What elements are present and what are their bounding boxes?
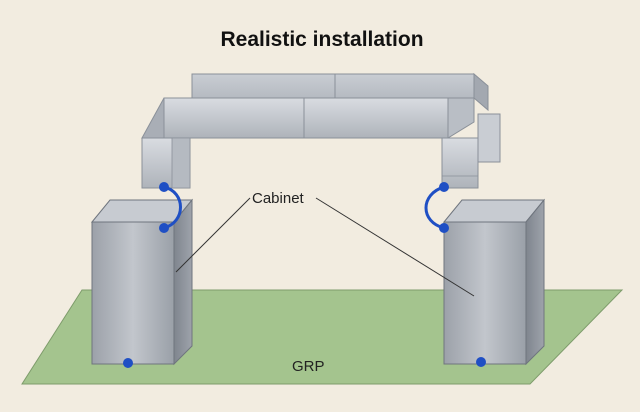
connection-dot-left-duct [159,182,169,192]
bond-jumper-left [163,185,182,230]
cable-duct [141,72,501,189]
connection-dot-left-cabinet-top [159,223,169,233]
bond-jumper-right [424,185,445,230]
cabinet-right [442,198,546,366]
connection-dot-right-duct [439,182,449,192]
connection-dot-right-cabinet-top [439,223,449,233]
grp-label: GRP [292,358,325,375]
diagram-title: Realistic installation [220,28,423,51]
connection-dot-right-cabinet-base [476,357,486,367]
cabinet-left [90,198,194,366]
connection-dot-left-cabinet-base [123,358,133,368]
cabinet-leader-right [315,197,475,297]
cabinet-label: Cabinet [252,190,305,207]
cabinet-leader-left [175,197,251,273]
